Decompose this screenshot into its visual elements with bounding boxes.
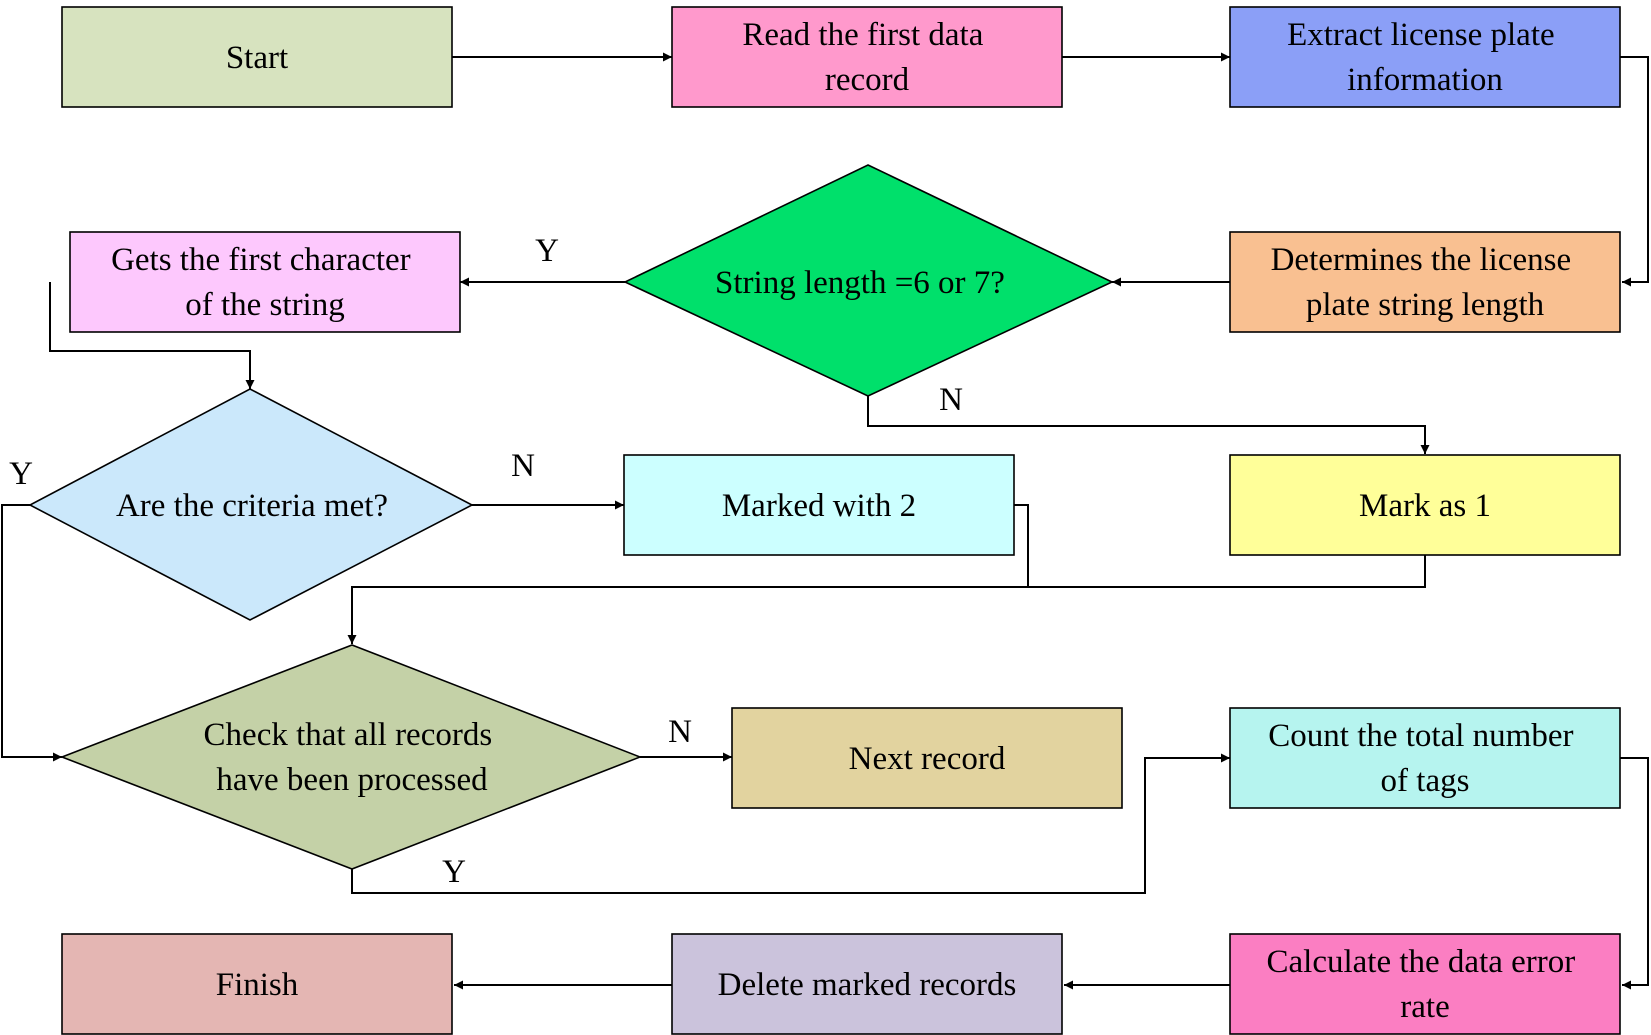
determine-length-box: Determines the license plate string leng… xyxy=(1229,231,1621,333)
determine-length-shape xyxy=(1229,231,1621,333)
marked-with-2-label: Marked with 2 xyxy=(722,488,916,524)
criteria-decision: Are the criteria met? xyxy=(28,388,474,621)
arrow-mark1-to-check-all xyxy=(347,555,1426,644)
determine-length-label: Determines the license plate string leng… xyxy=(1271,242,1580,323)
first-char-label: Gets the first character of the string xyxy=(111,242,419,323)
criteria-label: Are the criteria met? xyxy=(116,488,388,524)
first-char-shape xyxy=(69,231,461,333)
line-marked2-merge xyxy=(1014,504,1029,587)
label-string-len-no: N xyxy=(939,382,963,418)
next-record-box: Next record xyxy=(731,707,1123,809)
error-rate-label: Calculate the data error rate xyxy=(1267,944,1584,1025)
first-char-box: Gets the first character of the string xyxy=(69,231,461,333)
marked-with-2-box: Marked with 2 xyxy=(623,454,1015,556)
marked-with-2-shape xyxy=(623,454,1015,556)
read-first-record-shape xyxy=(671,6,1063,108)
finish-box: Finish xyxy=(61,933,453,1035)
arrow-check-all-yes-to-count xyxy=(351,753,1230,894)
mark-as-1-shape xyxy=(1229,454,1621,556)
read-first-record-label: Read the first data record xyxy=(742,17,991,98)
label-criteria-no: N xyxy=(511,448,535,484)
branch-labels: Y N Y N N Y xyxy=(9,233,963,890)
connectors xyxy=(1,52,1649,990)
delete-marked-box: Delete marked records xyxy=(671,933,1063,1035)
string-length-label: String length =6 or 7? xyxy=(715,265,1005,301)
extract-plate-info-label: Extract license plate information xyxy=(1287,17,1563,98)
arrow-first-char-to-criteria xyxy=(49,282,255,389)
label-check-all-yes: Y xyxy=(442,854,466,890)
count-tags-shape xyxy=(1229,707,1621,809)
mark-as-1-label: Mark as 1 xyxy=(1359,488,1491,524)
start-box-shape xyxy=(61,6,453,108)
arrow-decision-no-to-mark1 xyxy=(867,395,1430,454)
count-tags-label: Count the total number of tags xyxy=(1268,718,1581,799)
count-tags-box: Count the total number of tags xyxy=(1229,707,1621,809)
start-box: Start xyxy=(61,6,453,108)
check-all-label: Check that all records have been process… xyxy=(204,717,501,798)
mark-as-1-box: Mark as 1 xyxy=(1229,454,1621,556)
delete-marked-shape xyxy=(671,933,1063,1035)
finish-label: Finish xyxy=(216,967,299,1003)
check-all-diamond xyxy=(59,644,643,870)
label-check-all-no: N xyxy=(668,714,692,750)
next-record-shape xyxy=(731,707,1123,809)
read-first-record-box: Read the first data record xyxy=(671,6,1063,108)
label-string-len-yes: Y xyxy=(535,233,559,269)
extract-plate-info-box: Extract license plate information xyxy=(1229,6,1621,108)
extract-plate-info-shape xyxy=(1229,6,1621,108)
arrow-extract-to-determine xyxy=(1620,56,1649,287)
arrow-criteria-yes-to-check-all xyxy=(1,504,62,762)
check-all-decision: Check that all records have been process… xyxy=(59,644,643,870)
arrow-count-to-error-rate xyxy=(1620,757,1649,990)
error-rate-shape xyxy=(1229,933,1621,1035)
string-length-diamond xyxy=(623,164,1114,397)
start-box-label: Start xyxy=(226,40,288,76)
finish-shape xyxy=(61,933,453,1035)
label-criteria-yes: Y xyxy=(9,456,33,492)
error-rate-box: Calculate the data error rate xyxy=(1229,933,1621,1035)
criteria-diamond xyxy=(28,388,474,621)
next-record-label: Next record xyxy=(849,741,1006,777)
string-length-decision: String length =6 or 7? xyxy=(623,164,1114,397)
delete-marked-label: Delete marked records xyxy=(718,967,1017,1003)
